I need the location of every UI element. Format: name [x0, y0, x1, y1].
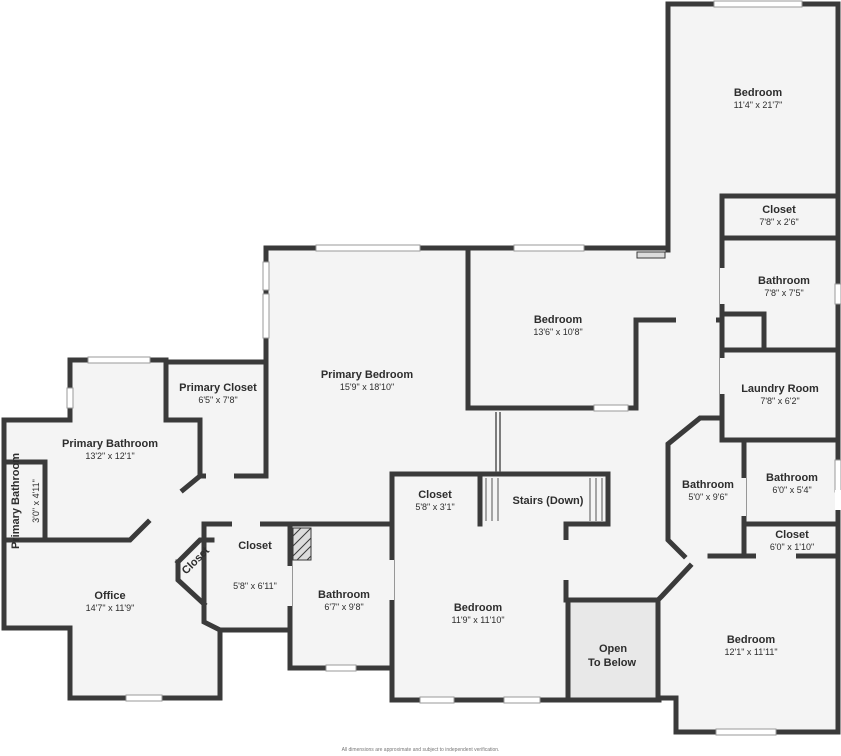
stair-treads: [485, 412, 603, 521]
room-label-bathroom-5x9: Bathroom: [682, 479, 734, 491]
room-label-primary-bathroom-small: Primary Bathroom: [10, 453, 22, 549]
room-label-bedroom-mid: Bedroom: [534, 314, 583, 326]
room-label-stairs: Stairs (Down): [513, 495, 584, 507]
room-dims-bedroom-top: 11'4" x 21'7": [734, 100, 783, 110]
room-label-bedroom-bottom: Bedroom: [454, 602, 503, 614]
floor-fills: [4, 4, 838, 732]
room-label-open-below-2: To Below: [588, 657, 637, 669]
room-dims-primary-bedroom: 15'9" x 18'10": [340, 382, 394, 392]
disclaimer-footer: All dimensions are approximate and subje…: [341, 747, 500, 753]
room-label-open-below-1: Open: [599, 643, 627, 655]
room-label-primary-bedroom: Primary Bedroom: [321, 369, 414, 381]
room-dims-closet-568: 5'8" x 6'11": [233, 581, 277, 591]
door-openings: [206, 268, 841, 606]
open-to-below-area: [568, 600, 658, 700]
room-label-laundry: Laundry Room: [741, 383, 819, 395]
room-dims-closet-small-right: 6'0" x 1'10": [770, 542, 814, 552]
room-dims-laundry: 7'8" x 6'2": [760, 396, 799, 406]
room-label-closet-stairs: Closet: [418, 489, 452, 501]
room-dims-bathroom-6x9: 6'7" x 9'8": [324, 602, 363, 612]
room-label-office: Office: [94, 590, 125, 602]
room-dims-primary-bathroom-small: 3'0" x 4'11": [31, 479, 41, 523]
room-dims-closet-stairs: 5'8" x 3'1": [415, 502, 454, 512]
room-label-bathroom-6x5: Bathroom: [766, 472, 818, 484]
chimney-hatch: [292, 527, 312, 561]
room-dims-office: 14'7" x 11'9": [86, 603, 135, 613]
room-dims-bedroom-mid: 13'6" x 10'8": [533, 327, 582, 337]
room-label-bedroom-top: Bedroom: [734, 87, 783, 99]
room-label-closet-small-right: Closet: [775, 529, 809, 541]
room-dims-bathroom-right-upper: 7'8" x 7'5": [764, 288, 803, 298]
room-dims-bedroom-bottom-right: 12'1" x 11'11": [724, 647, 777, 657]
walls: [1, 1, 841, 735]
room-label-closet-568: Closet: [238, 540, 272, 552]
room-label-bathroom-right-upper: Bathroom: [758, 275, 810, 287]
vent-hatch: [636, 251, 666, 259]
room-dims-bathroom-6x5: 6'0" x 5'4": [772, 485, 811, 495]
floor-main-left: [4, 4, 838, 732]
room-labels: Bedroom 11'4" x 21'7" Closet 7'8" x 2'6"…: [10, 87, 819, 669]
room-dims-closet-top: 7'8" x 2'6": [759, 217, 798, 227]
room-dims-primary-bathroom: 13'2" x 12'1": [85, 451, 134, 461]
room-dims-bedroom-bottom: 11'9" x 11'10": [451, 615, 504, 625]
room-label-primary-bathroom: Primary Bathroom: [62, 438, 158, 450]
room-label-bedroom-bottom-right: Bedroom: [727, 634, 776, 646]
room-label-bathroom-6x9: Bathroom: [318, 589, 370, 601]
room-dims-primary-closet: 6'5" x 7'8": [198, 395, 237, 405]
room-label-closet-top: Closet: [762, 204, 796, 216]
room-label-primary-closet: Primary Closet: [179, 382, 257, 394]
room-dims-bathroom-5x9: 5'0" x 9'6": [688, 492, 727, 502]
